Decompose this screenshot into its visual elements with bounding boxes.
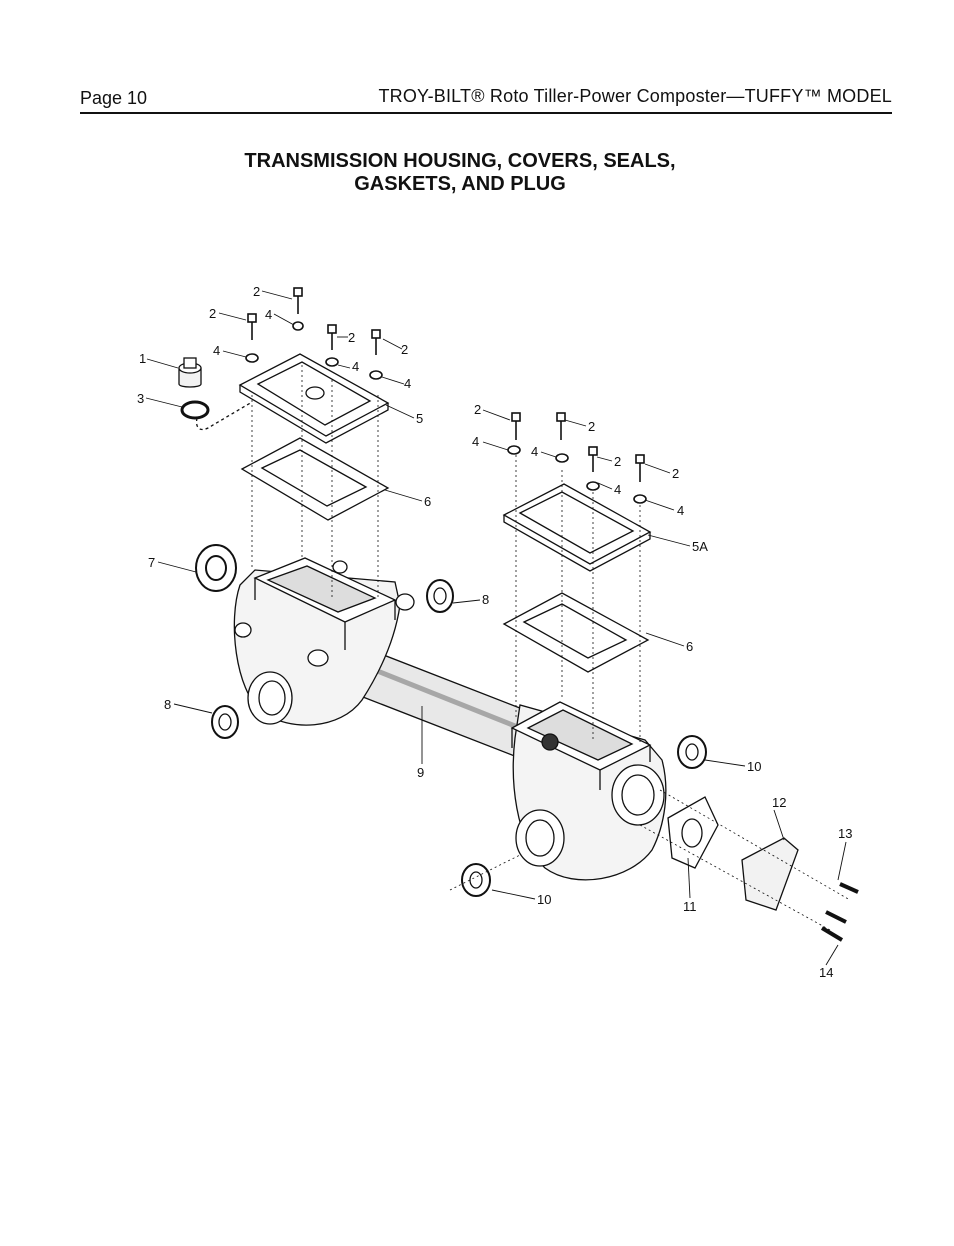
bolts-right <box>507 412 647 504</box>
bearing-10-upper <box>677 735 707 769</box>
page-header: Page 10 TROY-BILT® Roto Tiller-Power Com… <box>80 86 892 114</box>
callout-5a: 5A <box>692 539 708 554</box>
callout-6: 6 <box>424 494 431 509</box>
callout-5: 5 <box>416 411 423 426</box>
callout-10: 10 <box>747 759 761 774</box>
callout-2: 2 <box>672 466 679 481</box>
callout-4: 4 <box>404 376 411 391</box>
leader-lines <box>145 290 847 966</box>
cap-screw-14a <box>825 910 847 924</box>
bearing-7 <box>195 544 237 592</box>
callout-2: 2 <box>474 402 481 417</box>
callout-12: 12 <box>772 795 786 810</box>
callout-7: 7 <box>148 555 155 570</box>
bearing-8-upper <box>426 579 454 613</box>
callout-2: 2 <box>614 454 621 469</box>
bolts-left <box>245 287 383 380</box>
cap-screw-13 <box>839 882 859 894</box>
callout-2: 2 <box>588 419 595 434</box>
callout-6: 6 <box>686 639 693 654</box>
bearing-8-lower <box>211 705 239 739</box>
callout-4: 4 <box>614 482 621 497</box>
drain-plug <box>178 357 202 388</box>
callout-2: 2 <box>253 284 260 299</box>
callout-1: 1 <box>139 351 146 366</box>
callout-4: 4 <box>472 434 479 449</box>
transmission-housing <box>233 557 667 881</box>
cover-right <box>502 483 652 572</box>
end-cover <box>741 837 799 911</box>
running-title: TROY-BILT® Roto Tiller-Power Composter—T… <box>378 86 892 106</box>
callout-4: 4 <box>265 307 272 322</box>
callout-2: 2 <box>401 342 408 357</box>
end-gasket <box>667 796 719 869</box>
gasket-right <box>502 592 650 673</box>
callout-4: 4 <box>677 503 684 518</box>
callout-2: 2 <box>209 306 216 321</box>
seal-ring <box>180 400 253 431</box>
page-number: Page 10 <box>80 88 148 108</box>
callout-10: 10 <box>537 892 551 907</box>
callout-3: 3 <box>137 391 144 406</box>
title-line-1: TRANSMISSION HOUSING, COVERS, SEALS, <box>244 150 676 172</box>
callout-labels: 2 2 4 2 2 1 4 4 4 3 5 6 2 2 4 4 2 2 4 4 … <box>137 284 852 980</box>
callout-8: 8 <box>482 592 489 607</box>
cap-screw-14b <box>820 926 844 942</box>
callout-13: 13 <box>838 826 852 841</box>
page-title: TRANSMISSION HOUSING, COVERS, SEALS, GAS… <box>180 150 740 196</box>
callout-4: 4 <box>213 343 220 358</box>
callout-9: 9 <box>417 765 424 780</box>
gasket-left <box>240 437 390 521</box>
callout-2: 2 <box>348 330 355 345</box>
bearing-10-lower <box>461 863 491 897</box>
title-line-2: GASKETS, AND PLUG <box>354 173 566 195</box>
callout-4: 4 <box>352 359 359 374</box>
callout-14: 14 <box>819 965 833 980</box>
cover-left <box>238 353 390 444</box>
callout-8: 8 <box>164 697 171 712</box>
callout-11: 11 <box>683 899 697 914</box>
assembly-lines <box>251 365 851 931</box>
callout-4: 4 <box>531 444 538 459</box>
